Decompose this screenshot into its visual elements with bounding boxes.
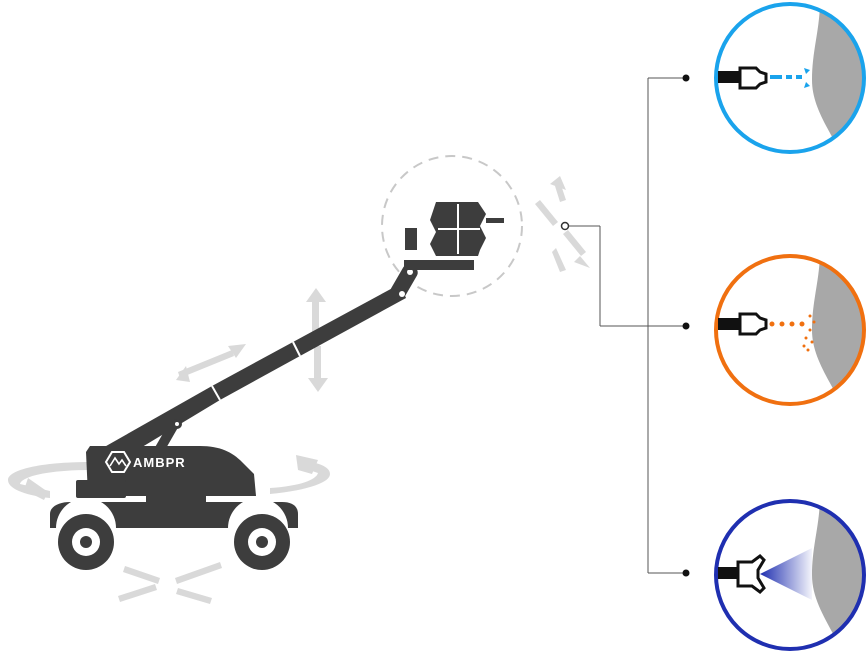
connector-dot (682, 322, 690, 330)
move-arrow-icon (312, 300, 319, 336)
rotate-arrow-head-icon (296, 455, 318, 474)
move-arrow-icon (118, 584, 157, 602)
brand-name: AMBPR (133, 455, 186, 470)
move-arrow-icon (228, 344, 246, 358)
rotate-arrow-icon (270, 460, 330, 494)
tool-head-icon (404, 202, 504, 270)
connector-node (560, 221, 570, 231)
motion-arrows (8, 176, 590, 604)
move-arrow-icon (123, 566, 160, 584)
boom-lift-icon: AMBPR (50, 446, 298, 570)
water-jet-nozzle-icon (714, 2, 866, 154)
rear-wheel (234, 514, 290, 570)
move-arrow-icon (563, 230, 586, 256)
move-arrow-icon (314, 346, 321, 380)
tool-focus-ring (381, 155, 523, 297)
move-arrow-icon (555, 182, 566, 202)
boom-arm (92, 264, 418, 470)
connector-dot (682, 74, 690, 82)
connector-dot (682, 569, 690, 577)
move-arrow-icon (176, 588, 212, 604)
move-arrow-icon (175, 562, 222, 584)
move-arrow-icon (176, 366, 190, 382)
mountain-logo-icon (104, 451, 132, 473)
move-arrow-icon (178, 350, 234, 378)
move-arrow-icon (535, 200, 558, 226)
connector-lines (567, 77, 686, 574)
boom-section-middle (212, 342, 300, 400)
front-wheel (58, 514, 114, 570)
move-arrow-icon (552, 248, 566, 272)
abrasive-blast-nozzle-icon (714, 254, 866, 406)
boom-section-upper (293, 284, 406, 356)
counterweight (76, 480, 126, 498)
paint-spray-nozzle-icon (714, 499, 866, 651)
rotate-arrow-head-icon (24, 478, 48, 500)
